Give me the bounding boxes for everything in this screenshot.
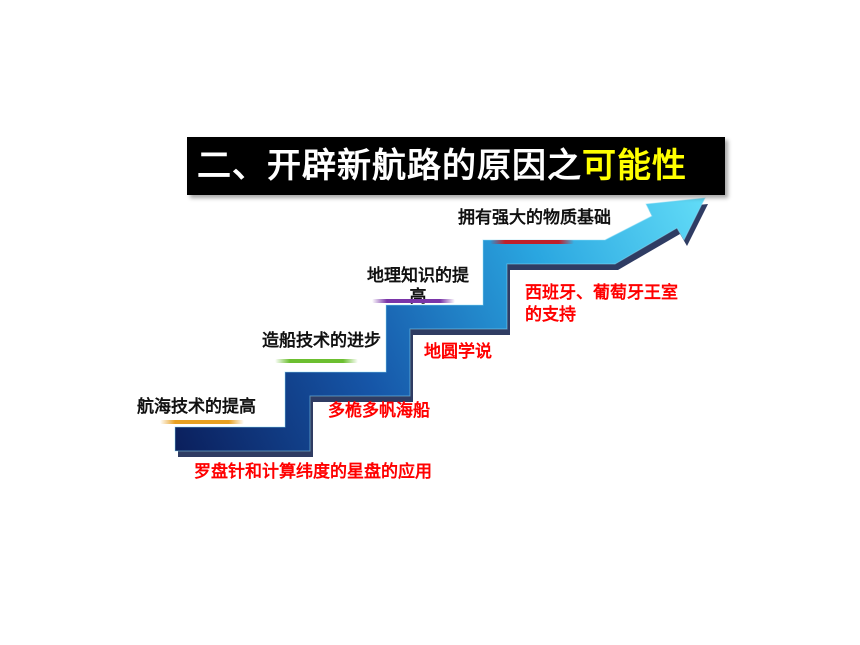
step-detail-compass-astrolabe: 罗盘针和计算纬度的星盘的应用 [194,462,432,482]
step-detail-multi-mast-ships: 多桅多帆海船 [328,401,430,421]
step-underline [490,240,574,244]
slide-title: 二、开辟新航路的原因之 [197,146,582,186]
step-detail-round-earth-theory: 地圆学说 [424,342,492,362]
step-label-navigation-tech: 航海技术的提高 [137,397,256,417]
step-label-material-base: 拥有强大的物质基础 [458,208,611,228]
step-label-shipbuilding: 造船技术的进步 [262,331,381,351]
step-underline [160,420,244,424]
slide-title-highlight: 可能性 [582,146,687,186]
step-underline [372,299,455,303]
staircase-arrow [174,197,706,452]
step-detail-royal-support: 西班牙、葡萄牙王室的支持 [525,283,678,325]
title-banner: 二、开辟新航路的原因之可能性 [187,137,725,195]
step-underline [275,359,358,363]
